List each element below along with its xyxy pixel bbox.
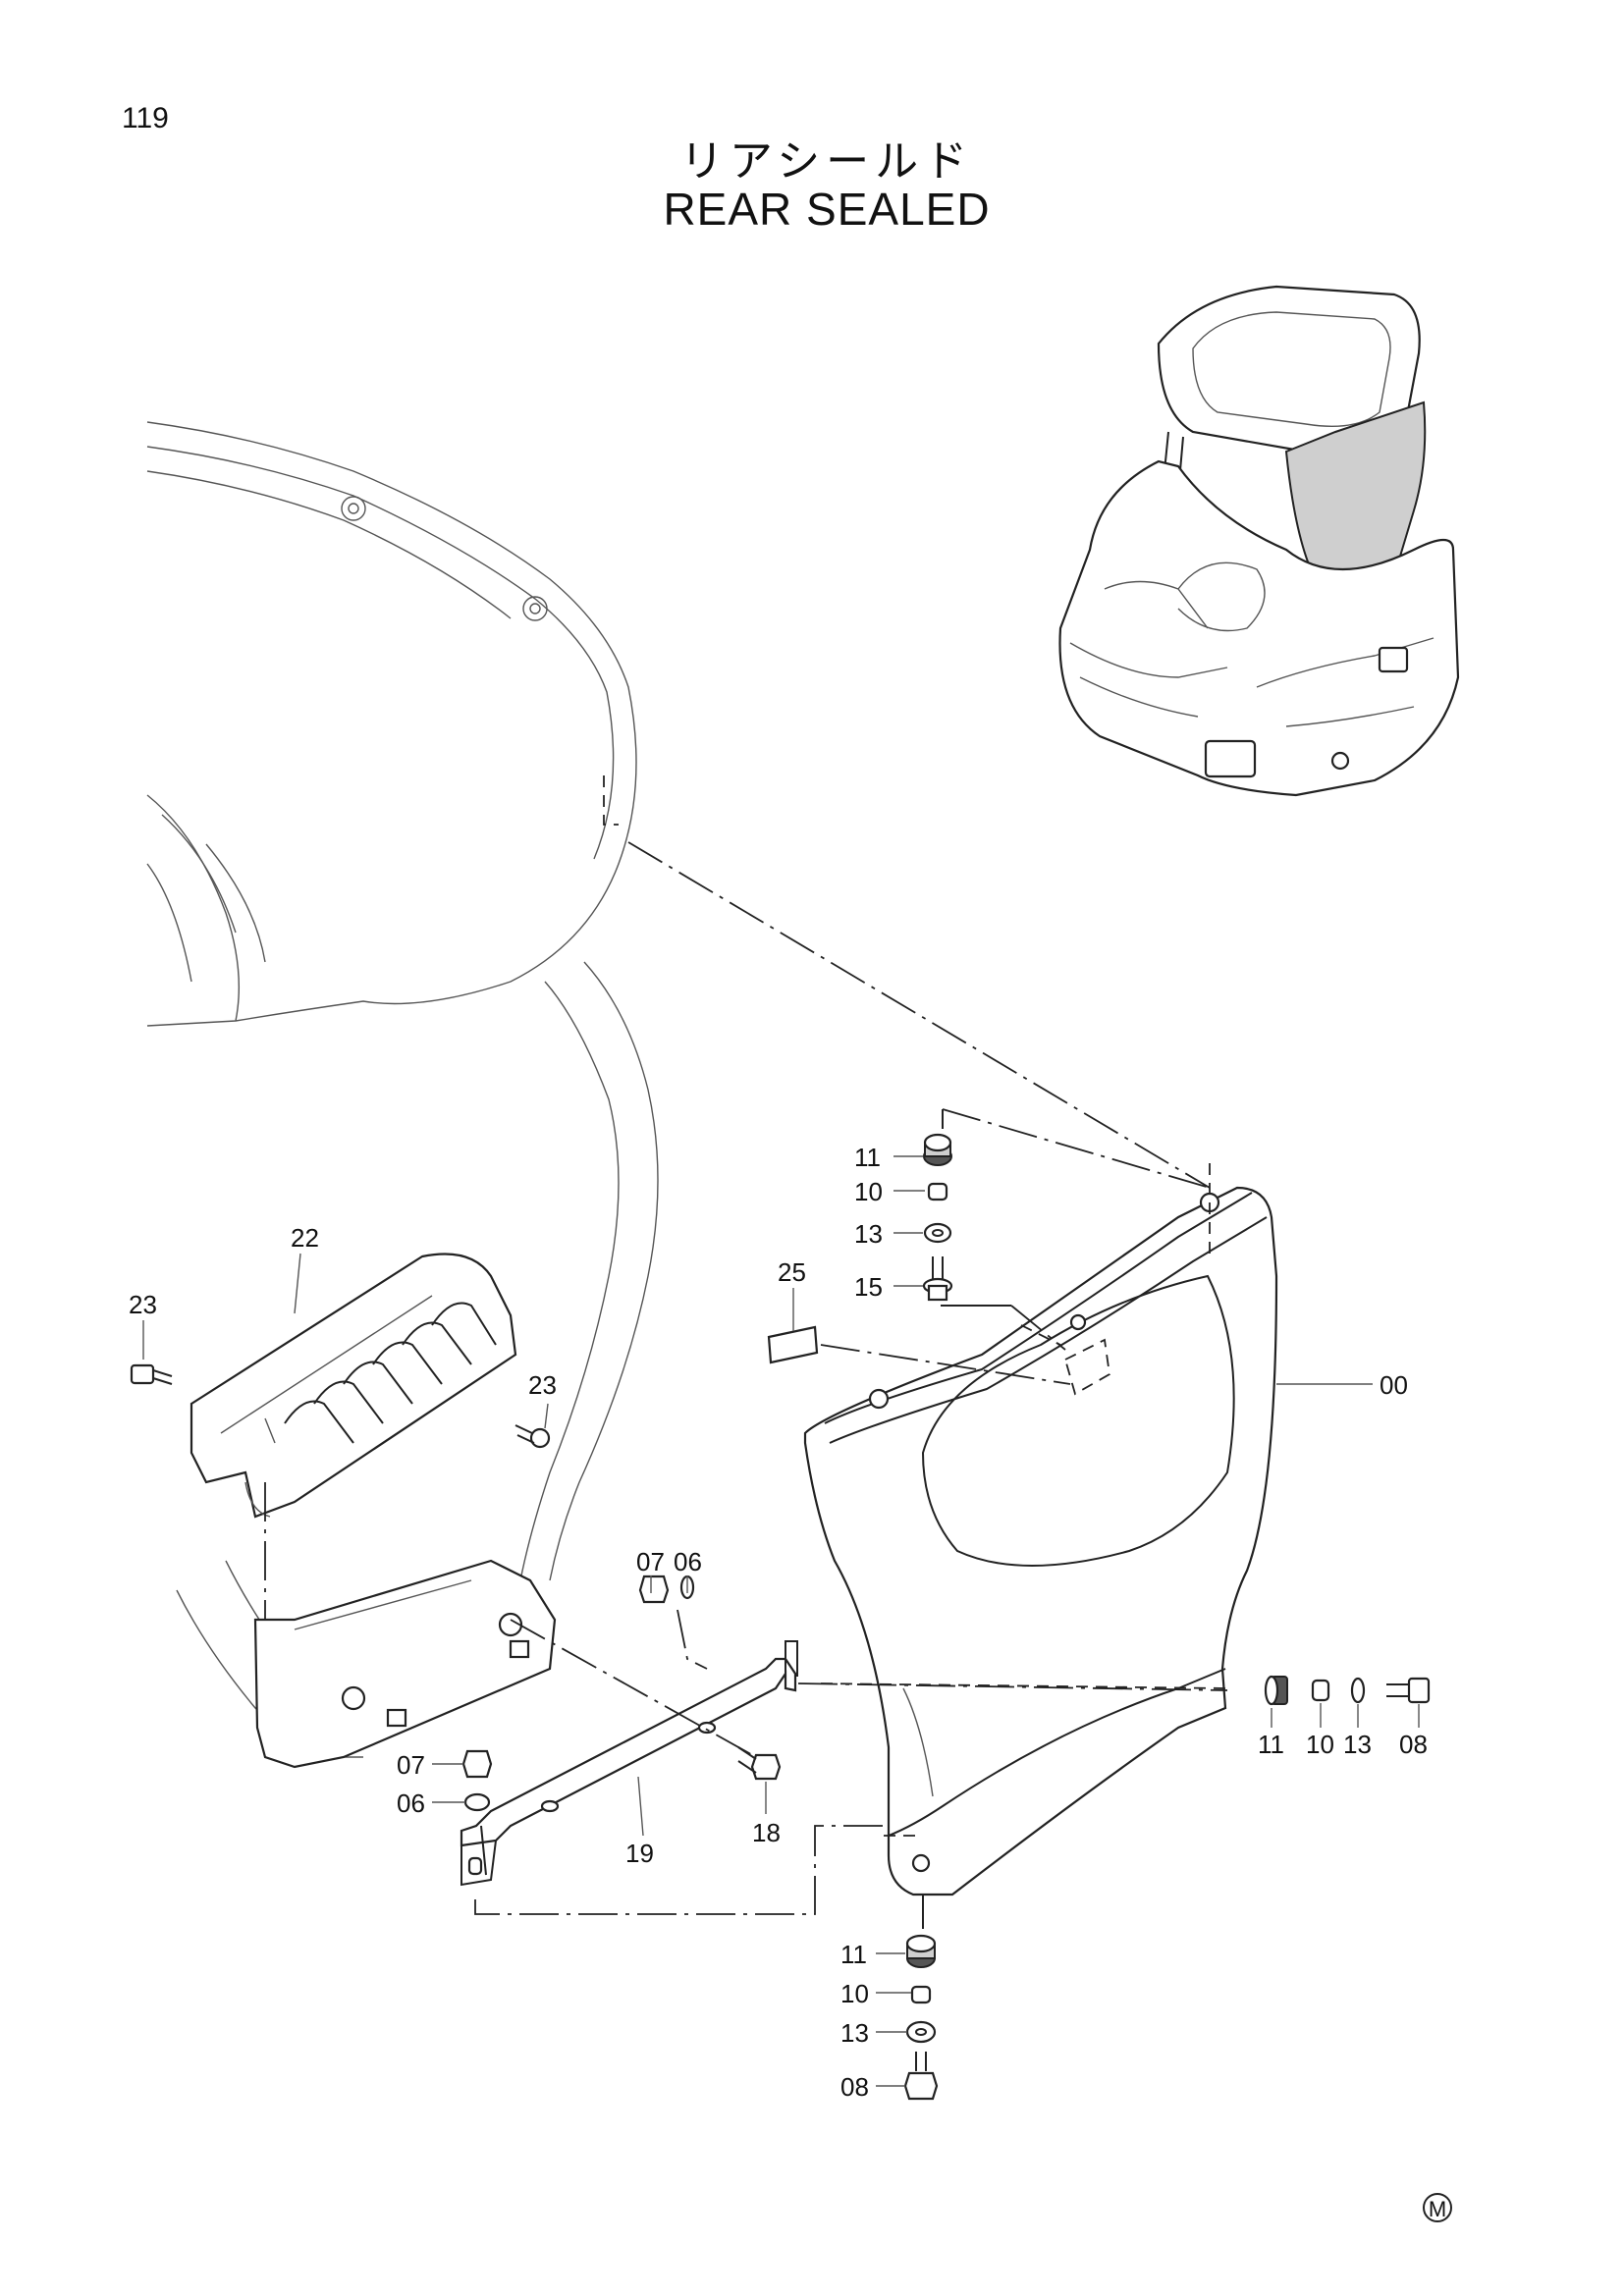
- page-number: 119: [122, 102, 169, 134]
- bolt-08-bottom: [903, 2052, 939, 2101]
- callout-06-upper: 06: [674, 1547, 702, 1576]
- collar-10-right: [1311, 1679, 1330, 1702]
- part-22-heat-shield: [189, 1253, 517, 1519]
- collar-10-bottom: [910, 1985, 932, 2004]
- part-19-bracket: [460, 1640, 798, 1887]
- part-00-rear-shield: [803, 1163, 1278, 1896]
- callout-08-right: 08: [1399, 1730, 1428, 1759]
- engine-cover-outline: [146, 421, 659, 1769]
- machine-mark: M: [1423, 2193, 1452, 2222]
- callout-06-lower: 06: [397, 1789, 425, 1818]
- callout-18: 18: [752, 1818, 781, 1847]
- callout-07-upper: 07: [636, 1547, 665, 1576]
- nut-07-upper: [638, 1575, 670, 1604]
- mark-letter: M: [1429, 2197, 1446, 2221]
- callout-23-left: 23: [129, 1290, 157, 1319]
- callout-22: 22: [291, 1223, 319, 1253]
- callout-13-right: 13: [1343, 1730, 1372, 1759]
- bolt-15: [922, 1256, 953, 1302]
- callout-labels: 22 23 23 25 11 10 13 15 00 07 06 07 06 1…: [129, 1143, 1428, 2102]
- callout-13-top: 13: [854, 1219, 883, 1249]
- label-plate-25: [767, 1325, 819, 1364]
- nut-07-lower: [461, 1749, 493, 1779]
- page-title: REAR SEALED: [663, 184, 991, 235]
- callout-19: 19: [625, 1839, 654, 1868]
- callout-11-bottom: 11: [840, 1940, 867, 1969]
- washer-13-bottom: [905, 2020, 937, 2044]
- callout-08-bottom: 08: [840, 2072, 869, 2102]
- grommet-11-top: [923, 1133, 952, 1166]
- assembly-lines: [264, 841, 1228, 1929]
- callout-11-top: 11: [854, 1143, 881, 1172]
- callout-10-bottom: 10: [840, 1979, 869, 2008]
- callout-15: 15: [854, 1272, 883, 1302]
- callout-07-lower: 07: [397, 1750, 425, 1780]
- callout-10-right: 10: [1306, 1730, 1334, 1759]
- bolt-23-left: [130, 1363, 173, 1385]
- washer-13-right: [1350, 1677, 1366, 1704]
- callout-00: 00: [1380, 1370, 1408, 1400]
- collar-10-top: [927, 1182, 948, 1201]
- callout-13-bottom: 13: [840, 2018, 869, 2048]
- page-title-japanese: リアシールド: [679, 136, 974, 187]
- callout-10-top: 10: [854, 1177, 883, 1206]
- washer-06-lower: [463, 1792, 491, 1812]
- washer-13-top: [923, 1222, 952, 1244]
- leader-lines: [142, 1155, 1420, 2087]
- callout-25: 25: [778, 1257, 806, 1287]
- bolt-23-right: [514, 1424, 551, 1449]
- fasteners: [130, 1133, 1431, 2101]
- bolt-08-right: [1386, 1677, 1431, 1704]
- grommet-11-right: [1264, 1675, 1288, 1706]
- callout-11-right: 11: [1258, 1730, 1284, 1759]
- bolt-18: [737, 1746, 782, 1781]
- machine-overview-illustration: [1058, 285, 1460, 797]
- grommet-11-bottom: [905, 1934, 937, 1968]
- callout-23-right: 23: [528, 1370, 557, 1400]
